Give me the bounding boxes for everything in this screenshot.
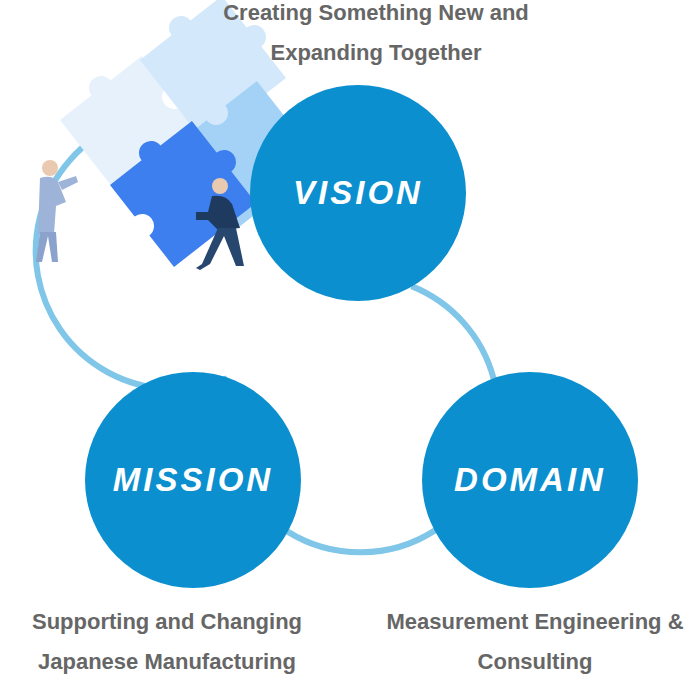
person-right [196, 178, 244, 270]
blue-circle: DOMAINMeasurement Engineering & Consulti… [422, 372, 638, 588]
ring-arc [288, 530, 435, 552]
blue-circle: Creating Something New and Expanding Tog… [250, 85, 466, 301]
ring-arc [411, 286, 493, 379]
circle-caption: Supporting and Changing Japanese Manufac… [0, 602, 337, 678]
circle-caption: Measurement Engineering & Consulting [380, 602, 690, 678]
circle-title: DOMAIN [422, 372, 638, 588]
circle-title: VISION [250, 85, 466, 301]
person-left [36, 160, 78, 262]
circle-title: MISSION [85, 372, 301, 588]
circle-caption: Creating Something New and Expanding Tog… [186, 0, 566, 73]
blue-circle: MISSIONSupporting and Changing Japanese … [85, 372, 301, 588]
